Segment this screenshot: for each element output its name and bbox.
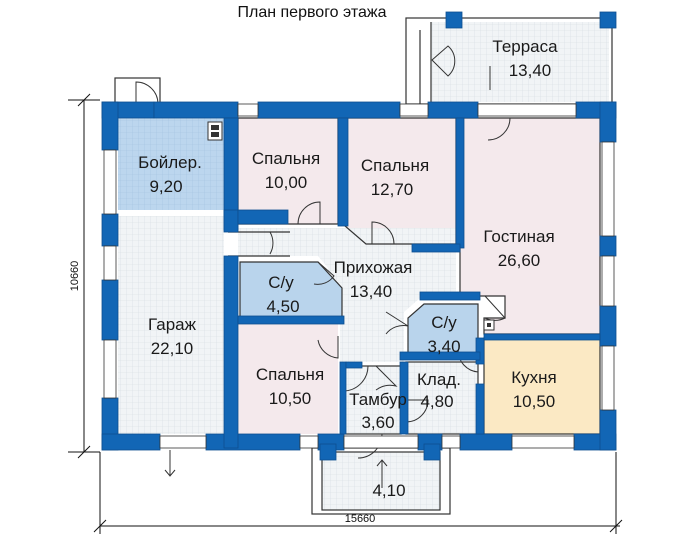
garage-name: Гараж [148, 315, 197, 334]
bath1-area: 4,50 [266, 297, 299, 316]
vestibule-area: 3,60 [361, 413, 394, 432]
room-labels: Терраса 13,40 Бойлер. 9,20 Спальня 10,00… [138, 37, 558, 500]
pantry-name: Клад. [417, 370, 461, 389]
stove-icon [207, 121, 223, 141]
bedroom3-area: 10,50 [269, 389, 312, 408]
terrace-name: Терраса [492, 37, 558, 56]
bedroom1-floor [238, 118, 338, 224]
bath2-floor [408, 304, 478, 358]
boiler-area: 9,20 [149, 177, 182, 196]
boiler-room-floor [118, 118, 224, 210]
windows [103, 103, 615, 449]
bedroom1-area: 10,00 [265, 173, 308, 192]
bedroom1-name: Спальня [252, 149, 320, 168]
pantry-area: 4,80 [420, 392, 453, 411]
living-room-name: Гостиная [483, 227, 554, 246]
bath1-name: С/у [268, 273, 294, 292]
kitchen-name: Кухня [511, 368, 557, 387]
boiler-name: Бойлер. [138, 153, 202, 172]
walls [101, 11, 617, 461]
living-room-area: 26,60 [498, 251, 541, 270]
kitchen-floor [484, 338, 600, 434]
garage-area: 22,10 [151, 339, 194, 358]
dimension-height: 10660 [69, 261, 81, 292]
entry-arrows [164, 66, 491, 488]
bedroom2-name: Спальня [361, 156, 429, 175]
bedroom3-name: Спальня [256, 365, 324, 384]
dimension-lines [68, 93, 623, 534]
vestibule-floor [343, 366, 401, 434]
terrace-floor [431, 22, 609, 102]
porch-area: 4,10 [372, 481, 405, 500]
bedroom2-area: 12,70 [371, 180, 414, 199]
dimension-width: 15660 [345, 513, 376, 525]
living-room-floor [460, 118, 600, 334]
chimney-icon [483, 319, 495, 331]
bath2-area: 3,40 [427, 337, 460, 356]
hall-area: 13,40 [350, 282, 393, 301]
vestibule-name: Тамбур [349, 390, 407, 409]
plan-title: План первого этажа [238, 4, 387, 21]
terrace-area: 13,40 [509, 61, 552, 80]
bedroom3-floor [238, 322, 338, 434]
kitchen-area: 10,50 [513, 392, 556, 411]
garage-floor [118, 216, 224, 434]
pantry-floor [406, 362, 478, 434]
bath1-floor [240, 262, 342, 318]
bedroom2-floor [345, 118, 456, 244]
bath2-name: С/у [431, 313, 457, 332]
hall-name: Прихожая [334, 258, 413, 277]
